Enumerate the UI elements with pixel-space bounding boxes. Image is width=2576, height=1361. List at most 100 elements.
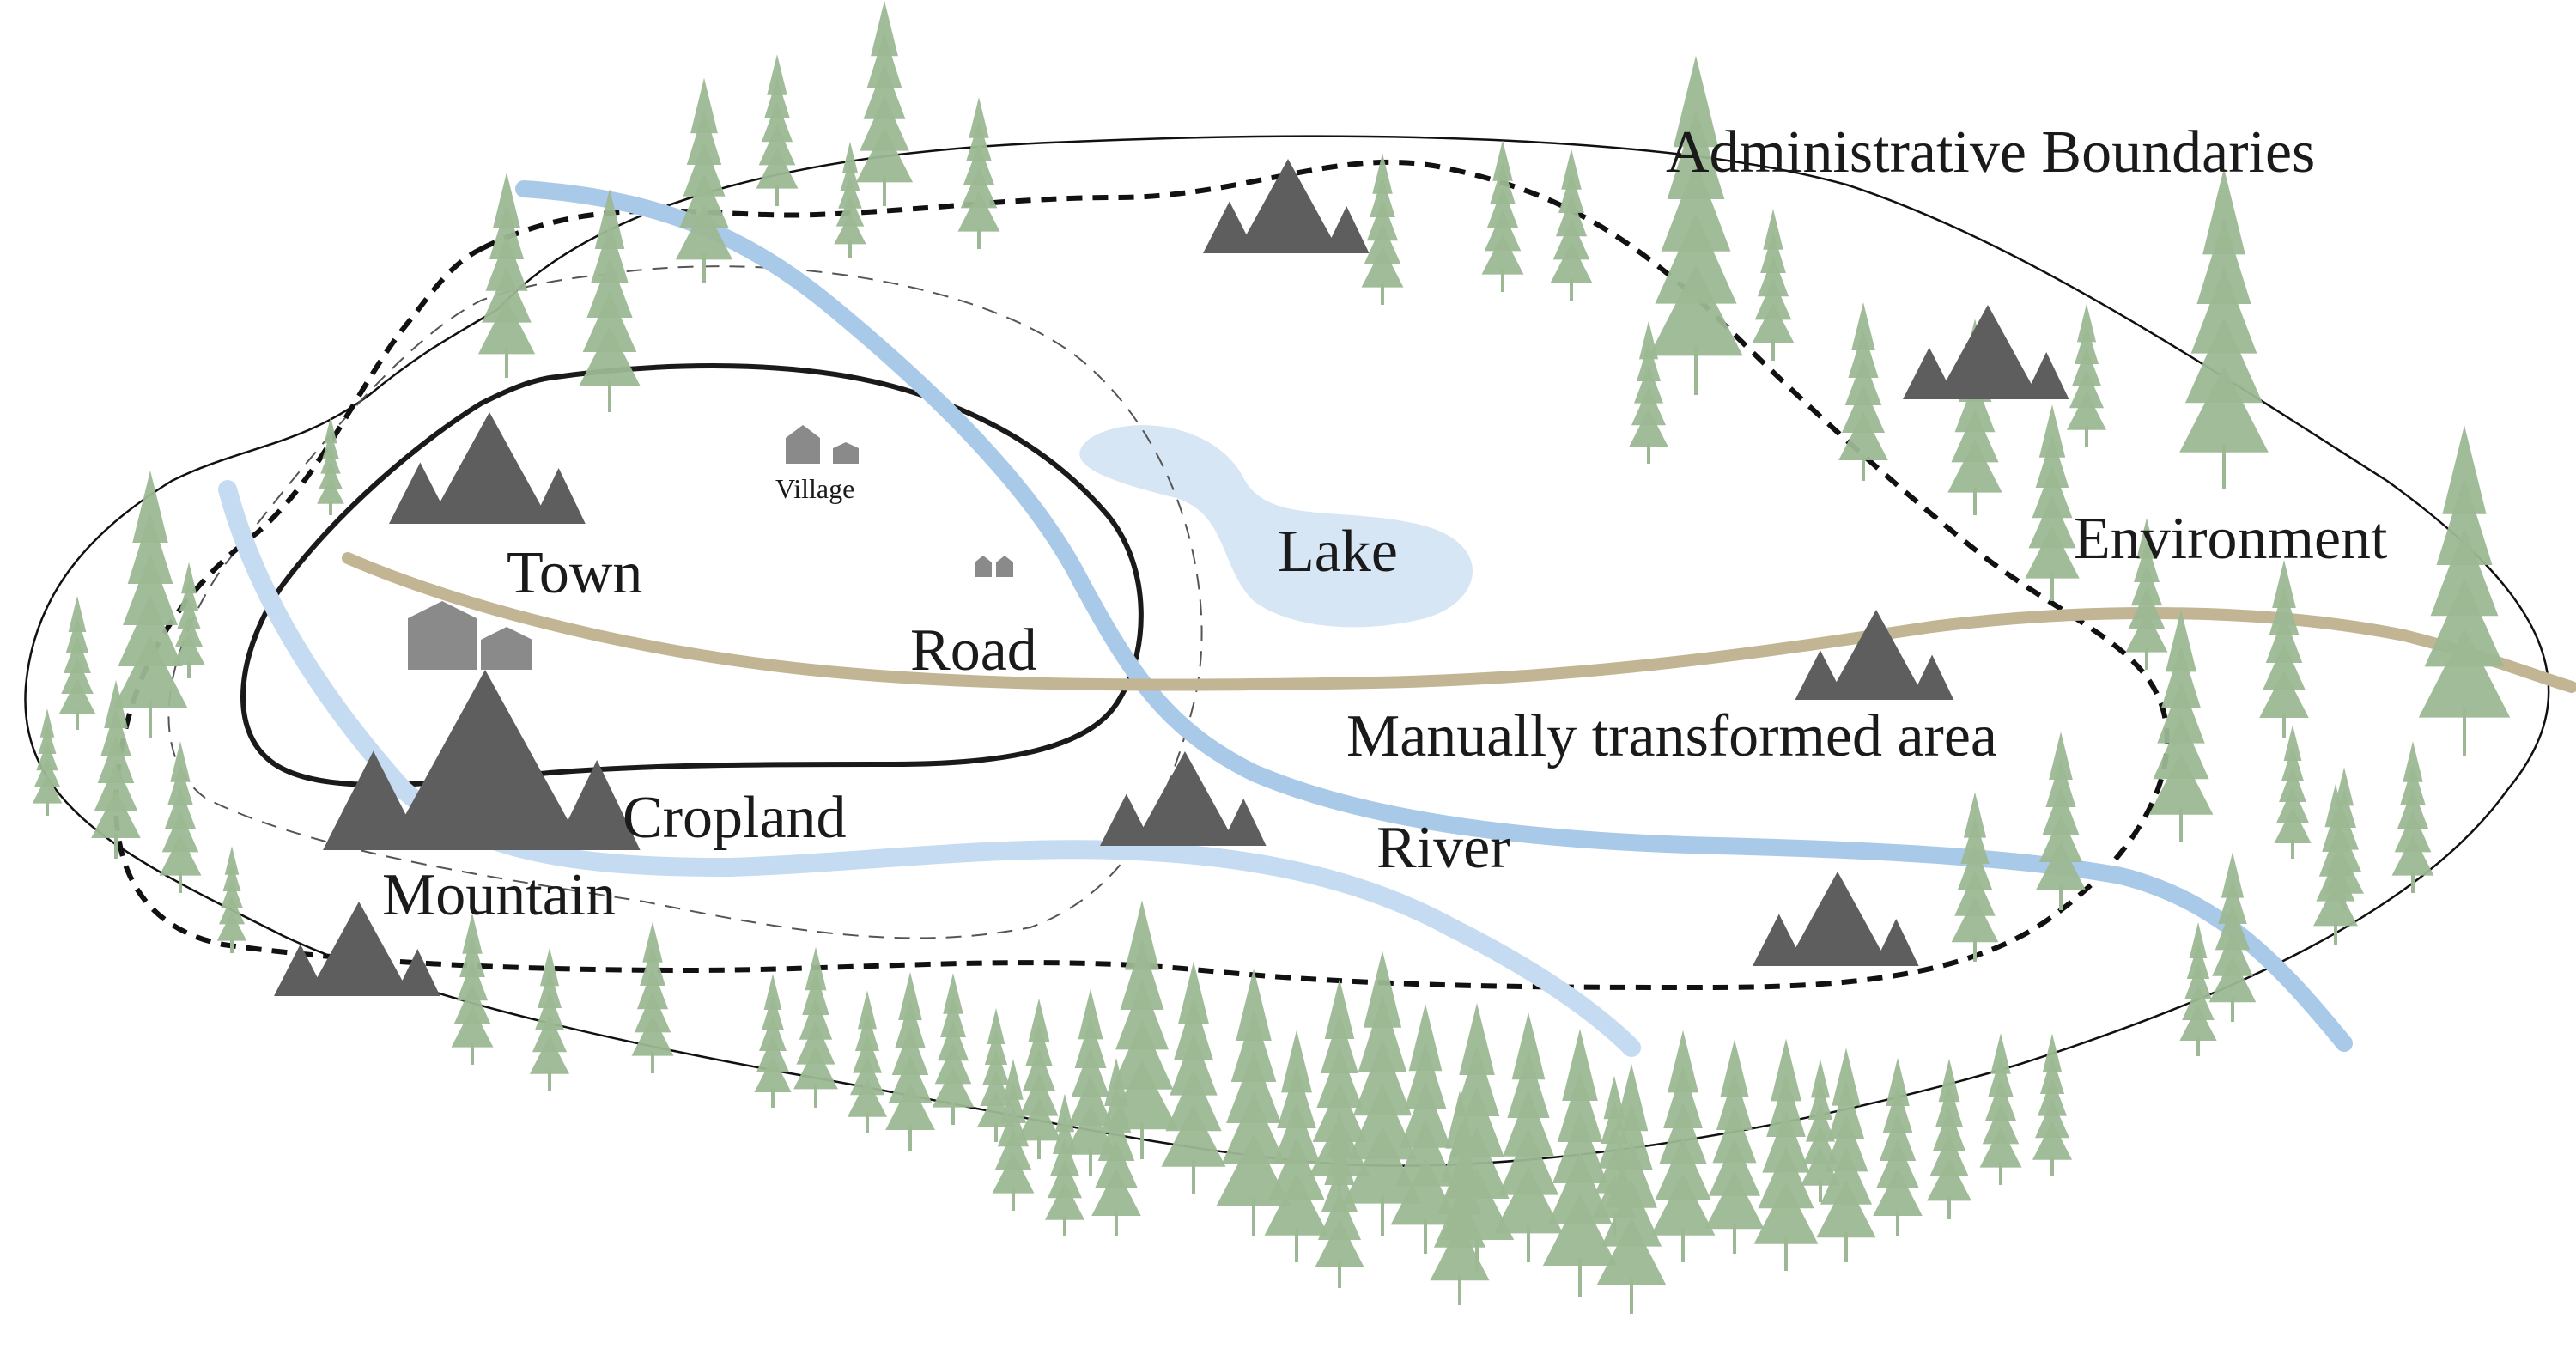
tree bbox=[2208, 852, 2257, 1022]
tree bbox=[579, 189, 641, 412]
tree bbox=[1927, 1058, 1971, 1219]
tree bbox=[216, 846, 247, 953]
building-large bbox=[408, 601, 477, 670]
mountain-icon bbox=[1753, 872, 1919, 966]
tree bbox=[451, 913, 494, 1065]
town-boundary bbox=[240, 363, 1144, 787]
tree bbox=[2179, 167, 2269, 489]
tree bbox=[2259, 560, 2309, 738]
mountain-icon bbox=[1903, 305, 2069, 399]
tree bbox=[754, 974, 792, 1108]
tree bbox=[932, 973, 975, 1125]
tree bbox=[1106, 900, 1178, 1159]
tree bbox=[756, 54, 799, 206]
tree bbox=[477, 172, 536, 378]
tree bbox=[1430, 1091, 1490, 1305]
tree bbox=[1091, 1058, 1141, 1236]
label-village: Village bbox=[775, 473, 854, 504]
label-manually-transformed-area: Manually transformed area bbox=[1346, 703, 1997, 769]
tree bbox=[1752, 209, 1795, 361]
building-small bbox=[481, 627, 532, 670]
tree bbox=[1161, 961, 1226, 1194]
tree bbox=[1017, 998, 1061, 1159]
tree bbox=[58, 596, 96, 730]
tree bbox=[1044, 1093, 1085, 1236]
label-cropland: Cropland bbox=[623, 785, 847, 851]
tree bbox=[1481, 140, 1524, 292]
environment-boundary bbox=[24, 135, 2550, 1167]
tree bbox=[1315, 1109, 1364, 1288]
village-house-3 bbox=[975, 556, 992, 577]
tree bbox=[1704, 1039, 1765, 1254]
label-environment: Environment bbox=[2074, 506, 2388, 572]
tree bbox=[1542, 1029, 1618, 1297]
tree bbox=[631, 921, 674, 1073]
tree bbox=[2274, 725, 2312, 859]
lake-shape bbox=[1079, 425, 1473, 628]
tree bbox=[1064, 988, 1117, 1176]
tree bbox=[1800, 1059, 1841, 1202]
tree bbox=[32, 708, 63, 816]
village-house-1 bbox=[786, 425, 820, 464]
tree bbox=[1650, 1030, 1716, 1262]
label-road: Road bbox=[910, 617, 1037, 684]
tree bbox=[793, 946, 838, 1108]
label-lake: Lake bbox=[1278, 519, 1398, 585]
tree bbox=[855, 0, 914, 206]
tree bbox=[1816, 1048, 1876, 1262]
tree bbox=[675, 77, 733, 283]
tree bbox=[159, 741, 202, 893]
tree bbox=[112, 471, 188, 738]
river-branch bbox=[218, 480, 1641, 1057]
tree bbox=[1628, 320, 1669, 464]
tree bbox=[1216, 969, 1291, 1236]
tree bbox=[2066, 303, 2107, 447]
mountains bbox=[274, 159, 2069, 996]
tree bbox=[317, 416, 344, 515]
tree bbox=[91, 680, 141, 859]
village-house-2 bbox=[833, 442, 859, 464]
tree bbox=[1838, 302, 1888, 481]
mountain-icon bbox=[1100, 751, 1267, 846]
tree bbox=[1361, 153, 1404, 305]
tree bbox=[847, 990, 888, 1133]
town-buildings bbox=[408, 601, 532, 670]
tree bbox=[957, 97, 1000, 249]
tree bbox=[1592, 1075, 1637, 1236]
tree bbox=[2025, 404, 2080, 601]
tree bbox=[2148, 609, 2214, 842]
tree bbox=[1264, 1030, 1329, 1262]
cropland-boundary bbox=[167, 265, 1203, 939]
tree bbox=[2125, 518, 2168, 670]
mountain-icon bbox=[323, 670, 641, 850]
tree bbox=[2391, 741, 2434, 893]
tree bbox=[1649, 55, 1743, 395]
village-house-4 bbox=[996, 556, 1013, 577]
tree bbox=[2032, 1033, 2073, 1176]
tree bbox=[834, 141, 866, 258]
tree bbox=[173, 562, 205, 678]
tree bbox=[2418, 425, 2511, 756]
label-mountain: Mountain bbox=[382, 862, 616, 928]
forest bbox=[32, 0, 2511, 1314]
river-main bbox=[515, 180, 2353, 1052]
mountain-icon bbox=[389, 412, 586, 524]
tree bbox=[1951, 792, 1999, 962]
tree bbox=[1873, 1058, 1923, 1236]
tree bbox=[1979, 1033, 2022, 1185]
tree bbox=[2324, 767, 2365, 910]
tree bbox=[1493, 1012, 1564, 1262]
mountain-icon bbox=[1795, 610, 1954, 700]
label-town: Town bbox=[507, 540, 642, 606]
tree bbox=[1753, 1038, 1819, 1271]
tree bbox=[529, 947, 570, 1091]
tree bbox=[2179, 922, 2217, 1056]
label-river: River bbox=[1376, 815, 1510, 881]
tree bbox=[885, 972, 935, 1151]
mountain-icon bbox=[1203, 159, 1370, 253]
tree bbox=[1550, 149, 1593, 301]
tree bbox=[992, 1059, 1035, 1211]
tree bbox=[2036, 732, 2086, 910]
village-buildings bbox=[786, 425, 1013, 577]
